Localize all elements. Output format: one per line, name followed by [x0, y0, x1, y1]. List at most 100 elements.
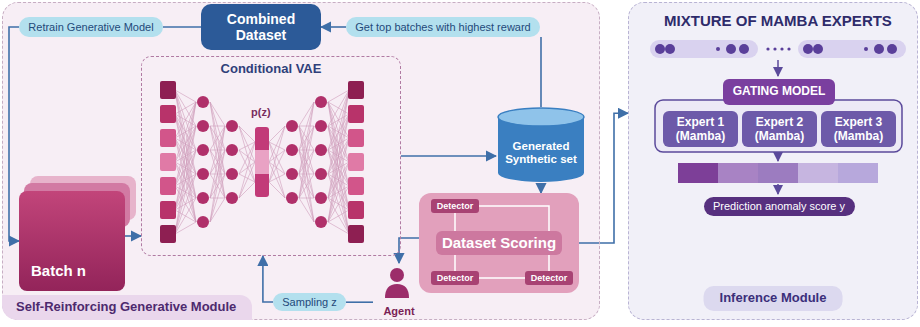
- token-dot: [655, 44, 665, 54]
- flow-arrow: [777, 60, 779, 76]
- network-link: [239, 150, 255, 182]
- node-text: Self-Reinforcing Generative Module: [2, 295, 252, 320]
- network-link: [328, 186, 349, 222]
- expert-box: Expert 3(Mamba): [821, 111, 896, 147]
- node-text: Agent: [383, 305, 414, 318]
- token-dot: [874, 44, 884, 54]
- dataset-box: Combined Dataset: [201, 4, 321, 50]
- network-neuron: [315, 120, 327, 132]
- network-link: [299, 150, 314, 198]
- network-layer-cell: [160, 153, 176, 171]
- network-link: [175, 198, 196, 234]
- network-link: [269, 150, 285, 182]
- network-neuron: [197, 96, 209, 108]
- token-dot: [739, 44, 749, 54]
- module-ground: [2, 2, 600, 320]
- network-link: [175, 102, 196, 234]
- network-layer-cell: [348, 153, 364, 171]
- network-link: [269, 126, 285, 162]
- token-bar: [798, 40, 906, 58]
- network-neuron: [315, 216, 327, 228]
- agent-head: [390, 268, 404, 282]
- network-link: [239, 182, 255, 198]
- ellipsis-dot: [780, 47, 783, 50]
- node-text: Dataset Scoring: [436, 231, 562, 254]
- network-neuron: [226, 120, 238, 132]
- node-text: Expert 3: [835, 115, 882, 129]
- network-link: [210, 102, 225, 150]
- network-link: [175, 90, 196, 222]
- node-text: Inference Module: [704, 286, 843, 311]
- flow-connector: [321, 26, 346, 28]
- network-link: [210, 126, 225, 222]
- network-link: [269, 182, 285, 198]
- network-link: [328, 222, 349, 234]
- network-layer-cell: [348, 129, 364, 147]
- network-link: [175, 102, 196, 162]
- node-text: Prediction anomaly score y: [713, 200, 845, 213]
- node-text: Detector: [437, 273, 474, 283]
- latent-label: p(z): [251, 106, 271, 118]
- network-link: [299, 126, 314, 222]
- network-link: [239, 162, 255, 198]
- expert-box: Expert 2(Mamba): [742, 111, 817, 147]
- network-link: [328, 210, 349, 222]
- network-link: [328, 102, 349, 234]
- detector-box: Detector: [431, 199, 479, 213]
- score-segment: [798, 163, 838, 183]
- network-link: [299, 150, 314, 198]
- ellipsis-dot: [766, 47, 769, 50]
- network-neuron: [286, 120, 298, 132]
- node-text: (Mamba): [676, 129, 725, 143]
- network-link: [175, 222, 196, 234]
- node-text: GATING MODEL: [733, 85, 825, 99]
- score-bar: [678, 163, 878, 183]
- token-dot: [803, 44, 813, 54]
- network-link: [328, 90, 349, 222]
- flow-arrow: [777, 153, 779, 161]
- score-segment: [838, 163, 878, 183]
- network-neuron: [197, 216, 209, 228]
- network-link: [328, 90, 349, 198]
- network-neuron: [315, 96, 327, 108]
- network-link: [210, 150, 225, 222]
- network-link: [269, 126, 285, 182]
- step-pill: Retrain Generative Model: [19, 17, 163, 37]
- token-dot: [887, 44, 897, 54]
- node-text: (Mamba): [755, 129, 804, 143]
- node-text: Expert 1: [677, 115, 724, 129]
- node-text: Conditional VAE: [221, 62, 322, 77]
- network-neuron: [226, 168, 238, 180]
- network-link: [210, 126, 225, 127]
- network-neuron: [197, 144, 209, 156]
- network-link: [299, 126, 314, 198]
- node-text: Detector: [531, 273, 568, 283]
- network-link: [175, 90, 196, 198]
- network-link: [328, 90, 349, 102]
- module-panel: Inference ModuleGATING MODELExpert 1(Mam…: [628, 2, 918, 320]
- network-link: [269, 174, 285, 182]
- network-link: [299, 198, 314, 199]
- network-link: [328, 126, 349, 234]
- network-neuron: [197, 192, 209, 204]
- network-link: [175, 90, 196, 102]
- network-layer-cell: [348, 201, 364, 219]
- flow-connector: [579, 113, 628, 243]
- network-neuron: [315, 144, 327, 156]
- network-link: [239, 142, 255, 198]
- flow-connector: [125, 235, 141, 237]
- node-text: (Mamba): [834, 129, 883, 143]
- network-link: [299, 198, 314, 222]
- node-text: Retrain Generative Model: [28, 21, 153, 34]
- network-link: [269, 150, 285, 162]
- node-text: Batch n: [31, 262, 86, 279]
- network-neuron: [197, 168, 209, 180]
- flow-connector: [401, 155, 496, 157]
- token-dot: [665, 44, 675, 54]
- model-frame: Conditional VAE: [141, 56, 401, 256]
- network-link: [239, 126, 255, 162]
- network-link: [299, 102, 314, 150]
- expert-box: Expert 1(Mamba): [663, 111, 738, 147]
- token-bar: [650, 40, 758, 58]
